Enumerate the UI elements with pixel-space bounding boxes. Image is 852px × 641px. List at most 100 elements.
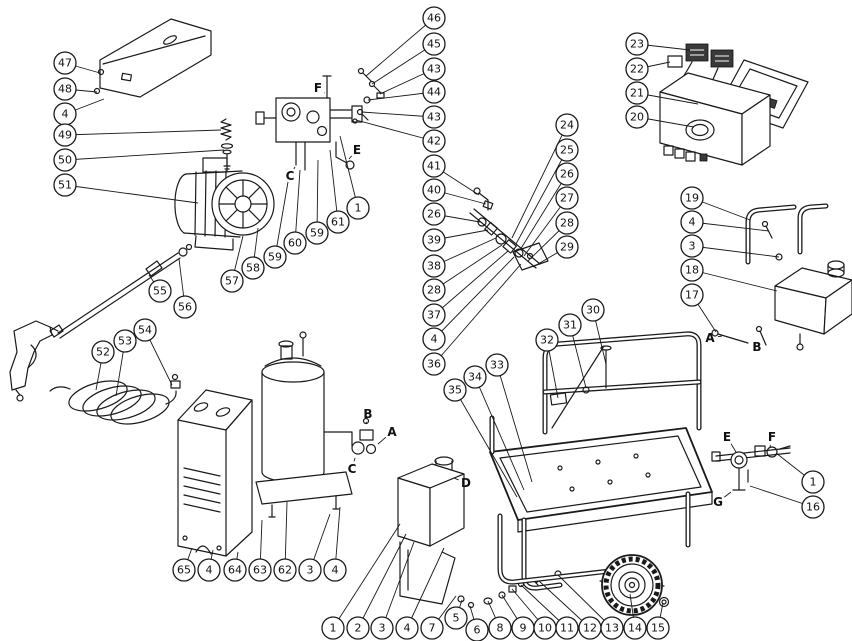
svg-text:12: 12 (583, 622, 597, 635)
svg-text:62: 62 (278, 564, 292, 577)
svg-text:4: 4 (62, 108, 69, 121)
svg-text:63: 63 (253, 564, 267, 577)
svg-text:10: 10 (538, 622, 552, 635)
part-callout-62: 62 (273, 558, 297, 582)
svg-text:28: 28 (427, 284, 441, 297)
part-callout-42: 42 (422, 129, 446, 153)
svg-text:56: 56 (178, 301, 192, 314)
part-callout-27: 27 (555, 186, 579, 210)
part-callout-3: 3 (298, 558, 322, 582)
part-callout-1: 1 (346, 196, 370, 220)
elbow-fitting (473, 187, 494, 211)
part-callout-8: 8 (488, 616, 512, 640)
svg-text:37: 37 (427, 309, 441, 322)
float-tank (397, 456, 465, 547)
unloader-assembly (711, 445, 791, 491)
part-callout-13: 13 (600, 616, 624, 640)
part-callout-10: 10 (533, 616, 557, 640)
part-callout-4: 4 (395, 616, 419, 640)
part-callout-57: 57 (220, 269, 244, 293)
svg-text:43: 43 (427, 111, 441, 124)
spray-gun (9, 320, 59, 402)
part-callout-55: 55 (148, 279, 172, 303)
svg-text:31: 31 (563, 319, 577, 332)
part-callout-28: 28 (422, 278, 446, 302)
part-callout-26: 26 (422, 202, 446, 226)
part-callout-37: 37 (422, 303, 446, 327)
ref-label-B: B (363, 407, 372, 421)
part-callout-6: 6 (465, 618, 489, 641)
svg-text:24: 24 (560, 119, 574, 132)
svg-text:65: 65 (177, 564, 191, 577)
svg-text:59: 59 (310, 227, 324, 240)
svg-text:6: 6 (474, 624, 481, 637)
ref-label-E: E (723, 430, 731, 444)
svg-text:33: 33 (490, 359, 504, 372)
svg-text:17: 17 (685, 289, 699, 302)
part-callout-45: 45 (422, 32, 446, 56)
part-callout-56: 56 (173, 295, 197, 319)
ref-label-F: F (314, 81, 322, 95)
part-callout-46: 46 (422, 6, 446, 30)
part-callout-63: 63 (248, 558, 272, 582)
part-callout-25: 25 (555, 138, 579, 162)
svg-text:4: 4 (689, 216, 696, 229)
svg-text:4: 4 (431, 333, 438, 346)
part-callout-2: 2 (346, 616, 370, 640)
svg-text:4: 4 (206, 564, 213, 577)
svg-text:52: 52 (96, 346, 110, 359)
part-callout-15: 15 (646, 616, 670, 640)
part-callout-58: 58 (241, 256, 265, 280)
part-callout-7: 7 (420, 616, 444, 640)
fuel-tank (711, 260, 852, 351)
pump-assembly (255, 75, 363, 171)
part-callout-9: 9 (511, 616, 535, 640)
part-callout-18: 18 (680, 258, 704, 282)
ref-label-C: C (348, 462, 357, 476)
svg-text:4: 4 (404, 622, 411, 635)
svg-text:54: 54 (138, 324, 152, 337)
handle-tubes (745, 203, 829, 265)
part-callout-4: 4 (422, 327, 446, 351)
part-callout-30: 30 (581, 298, 605, 322)
heater-tank-assembly (255, 331, 377, 518)
svg-text:15: 15 (651, 622, 665, 635)
svg-text:28: 28 (560, 217, 574, 230)
part-callout-50: 50 (53, 148, 77, 172)
part-callout-34: 34 (463, 365, 487, 389)
svg-text:39: 39 (427, 234, 441, 247)
part-callout-4: 4 (680, 210, 704, 234)
svg-text:43: 43 (427, 63, 441, 76)
svg-text:1: 1 (330, 622, 337, 635)
part-callout-35: 35 (443, 378, 467, 402)
part-callout-19: 19 (680, 186, 704, 210)
svg-text:55: 55 (153, 285, 167, 298)
svg-text:60: 60 (288, 237, 302, 250)
svg-text:3: 3 (689, 240, 696, 253)
svg-text:11: 11 (560, 622, 574, 635)
part-callout-29: 29 (555, 235, 579, 259)
svg-text:18: 18 (685, 264, 699, 277)
callout-balloons: 4748449505157585960596115655545352464543… (53, 6, 825, 641)
control-panel-cover (93, 18, 212, 98)
svg-text:64: 64 (228, 564, 242, 577)
part-callout-49: 49 (53, 123, 77, 147)
svg-text:36: 36 (427, 358, 441, 371)
svg-text:29: 29 (560, 241, 574, 254)
ref-label-F: F (768, 430, 776, 444)
part-callout-32: 32 (535, 328, 559, 352)
ref-label-E: E (353, 143, 361, 157)
part-callout-1: 1 (321, 616, 345, 640)
svg-text:46: 46 (427, 12, 441, 25)
svg-text:9: 9 (520, 622, 527, 635)
part-callout-51: 51 (53, 173, 77, 197)
svg-text:23: 23 (630, 38, 644, 51)
svg-text:42: 42 (427, 135, 441, 148)
svg-text:58: 58 (246, 262, 260, 275)
svg-text:3: 3 (379, 622, 386, 635)
part-callout-3: 3 (680, 234, 704, 258)
ref-label-B: B (752, 340, 761, 354)
svg-text:57: 57 (225, 275, 239, 288)
svg-text:19: 19 (685, 192, 699, 205)
